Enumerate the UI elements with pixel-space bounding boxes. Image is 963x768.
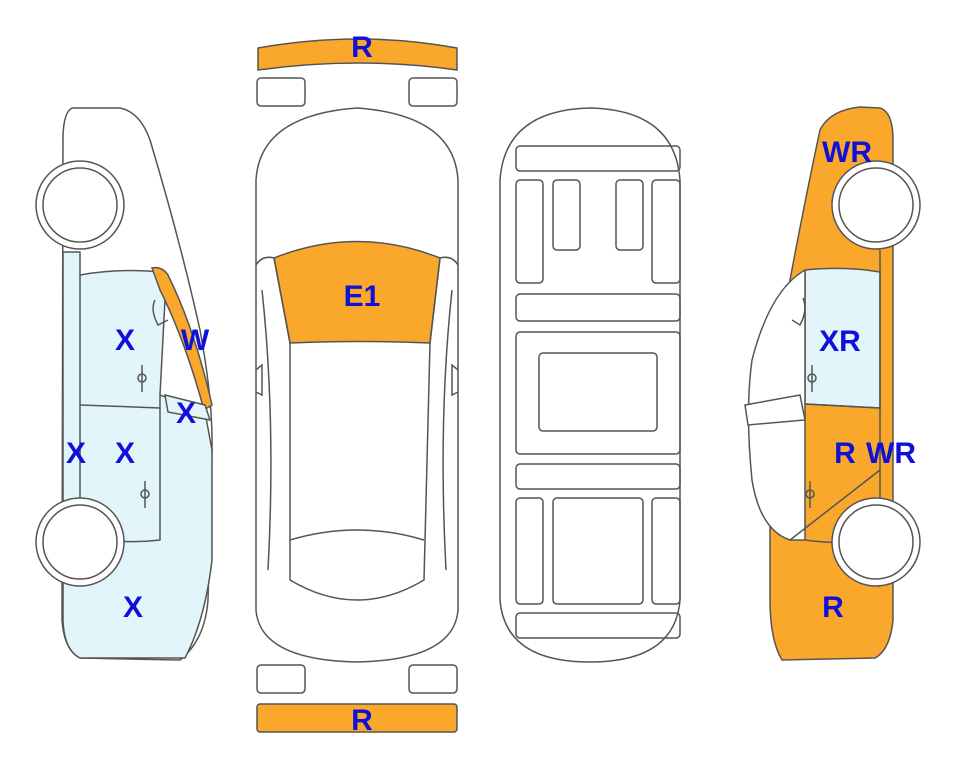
left-door-handle-rear <box>140 481 150 508</box>
top-mirror-right <box>451 363 459 397</box>
damage-labels: R E1 R X W X X X X WR XR R WR R <box>66 31 916 737</box>
left-mirror-tip <box>152 299 169 326</box>
left-rear-wheel <box>35 497 125 587</box>
label-right-front-fender: WR <box>822 136 872 169</box>
label-right-rear-door-b: WR <box>866 437 916 470</box>
label-right-rear-door-a: R <box>834 437 856 470</box>
label-front-bumper: R <box>351 31 373 64</box>
ub-cross-1 <box>515 293 681 322</box>
ub-front-mid-left <box>552 179 581 251</box>
left-mirror <box>164 393 212 421</box>
left-door-split <box>79 404 161 409</box>
ub-rear-right <box>651 497 681 605</box>
ub-rear-center <box>552 497 644 605</box>
ub-cross-2 <box>515 463 681 490</box>
underbody-outline <box>499 107 681 663</box>
top-view <box>255 38 459 733</box>
label-windshield: E1 <box>344 280 381 313</box>
label-right-rear-quarter: R <box>822 591 844 624</box>
front-light-left <box>256 77 306 107</box>
top-pillar-left <box>261 289 272 571</box>
label-left-a-pillar: W <box>181 324 210 357</box>
right-sill-line <box>789 469 881 541</box>
ub-center-outer <box>515 331 681 455</box>
left-side-view <box>35 107 213 661</box>
right-rear-wheel <box>831 497 921 587</box>
rear-light-right <box>408 664 458 694</box>
label-left-rear-quarter: X <box>123 591 143 624</box>
left-front-wheel <box>35 160 125 250</box>
ub-front-mid-right <box>615 179 644 251</box>
label-right-front-door: XR <box>819 325 861 358</box>
label-left-mirror: X <box>176 397 196 430</box>
top-body-outline <box>255 107 459 663</box>
underbody-view <box>499 107 681 663</box>
ub-front-bar <box>515 145 681 172</box>
right-mirror <box>744 394 806 426</box>
label-left-rocker: X <box>66 437 86 470</box>
label-left-rear-door: X <box>115 437 135 470</box>
ub-rear-bar <box>515 612 681 639</box>
ub-front-left <box>515 179 544 284</box>
right-door-split <box>804 403 881 409</box>
front-light-right <box>408 77 458 107</box>
rear-bumper-damage <box>256 703 458 733</box>
right-front-wheel <box>831 160 921 250</box>
front-bumper-damage <box>257 38 458 71</box>
label-rear-bumper: R <box>351 704 373 737</box>
ub-center-inner <box>538 352 658 432</box>
ub-rear-left <box>515 497 544 605</box>
label-left-front-door: X <box>115 324 135 357</box>
top-mirror-left <box>255 363 263 397</box>
top-cabin-outline <box>255 256 459 601</box>
top-pillar-right <box>442 289 453 571</box>
top-rear-window <box>289 529 425 541</box>
right-door-handle-front <box>807 365 817 392</box>
rear-light-left <box>256 664 306 694</box>
right-mirror-tip <box>791 297 806 327</box>
right-side-view <box>744 106 921 661</box>
ub-front-right <box>651 179 681 284</box>
left-door-handle-front <box>137 365 147 392</box>
right-door-handle-rear <box>805 481 815 508</box>
left-a-pillar-damage <box>150 266 213 412</box>
